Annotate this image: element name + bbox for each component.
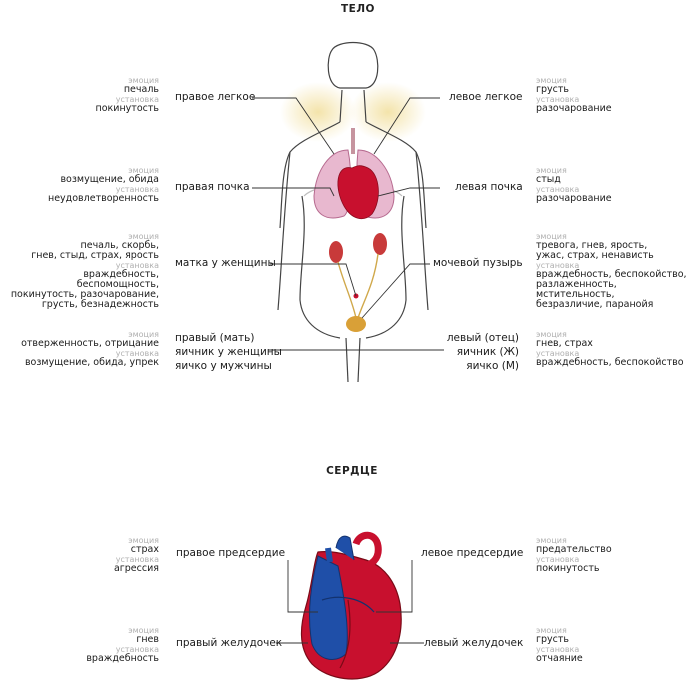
heart-right-desc-1: эмоция предательство установка покинутос…	[536, 536, 612, 574]
body-leader-lines	[252, 97, 444, 351]
attitude-caption: установка	[115, 185, 159, 194]
emotion-value: грусть	[536, 84, 569, 95]
emotion-value: гнев	[136, 634, 159, 645]
body-right-desc-2: эмоция стыд установка разочарование	[536, 166, 612, 204]
attitude-value: разочарование	[536, 103, 612, 114]
emotion-caption: эмоция	[536, 536, 567, 545]
emotion-value: тревога, гнев, ярость, ужас, страх, нена…	[536, 240, 654, 261]
attitude-value: враждебность, беспомощность, покинутость…	[10, 269, 159, 310]
attitude-caption: установка	[115, 645, 159, 654]
heart-left-desc-2: эмоция гнев установка враждебность	[86, 626, 159, 664]
emotion-value: отверженность, отрицание	[21, 338, 159, 349]
emotion-value: печаль, скорбь, гнев, стыд, страх, ярост…	[31, 240, 159, 261]
emotion-value: гнев, страх	[536, 338, 593, 349]
ureter-left	[357, 253, 379, 319]
emotion-caption: эмоция	[128, 166, 159, 175]
torso-heart-shape	[337, 165, 379, 220]
attitude-caption: установка	[115, 555, 159, 564]
heart-right-desc-2: эмоция грусть установка отчаяние	[536, 626, 583, 664]
attitude-caption: установка	[536, 95, 580, 104]
right-shoulder-glow	[350, 82, 426, 142]
emotion-caption: эмоция	[128, 232, 159, 241]
organ-label-right-ventricle: правый желудочек	[176, 637, 283, 649]
attitude-caption: установка	[536, 349, 580, 358]
heart-section-title: СЕРДЦЕ	[326, 465, 378, 477]
attitude-value: отчаяние	[536, 653, 583, 664]
bladder-shape	[346, 316, 366, 332]
right-kidney-shape	[329, 241, 343, 263]
attitude-value: враждебность	[86, 653, 159, 664]
organ-label-left-kidney: левая почка	[455, 181, 523, 193]
emotion-caption: эмоция	[536, 330, 567, 339]
emotion-value: страх	[130, 544, 159, 555]
body-section-title: ТЕЛО	[341, 3, 375, 15]
organ-label-bladder: мочевой пузырь	[433, 257, 523, 269]
emotion-value: возмущение, обида	[60, 174, 159, 185]
body-right-desc-4: эмоция гнев, страх установка враждебност…	[536, 330, 684, 368]
emotion-caption: эмоция	[128, 330, 159, 339]
attitude-caption: установка	[536, 261, 580, 270]
body-silhouette	[277, 41, 429, 383]
organ-label-left-lung: левое легкое	[449, 91, 523, 103]
emotion-caption: эмоция	[128, 76, 159, 85]
organ-label-left-gonad: левый (отец) яичник (Ж) яичко (М)	[446, 332, 519, 372]
body-right-desc-1: эмоция грусть установка разочарование	[536, 76, 612, 114]
heart-left-desc-1: эмоция страх установка агрессия	[114, 536, 159, 574]
left-shoulder-glow	[280, 82, 356, 142]
organ-label-left-atrium: левое предсердие	[421, 547, 524, 559]
emotion-caption: эмоция	[128, 536, 159, 545]
attitude-caption: установка	[115, 261, 159, 270]
attitude-value: покинутость	[536, 563, 600, 574]
attitude-caption: установка	[536, 645, 580, 654]
body-right-desc-3: эмоция тревога, гнев, ярость, ужас, стра…	[536, 232, 697, 310]
attitude-value: покинутость	[95, 103, 159, 114]
attitude-caption: установка	[115, 349, 159, 358]
emotion-caption: эмоция	[536, 166, 567, 175]
attitude-value: враждебность, беспокойство	[536, 357, 684, 368]
organ-label-uterus: матка у женщины	[175, 257, 276, 269]
body-left-desc-4: эмоция отверженность, отрицание установк…	[21, 330, 159, 368]
attitude-value: агрессия	[113, 563, 159, 574]
attitude-caption: установка	[536, 555, 580, 564]
organ-label-right-lung: правое легкое	[175, 91, 256, 103]
emotion-caption: эмоция	[536, 626, 567, 635]
attitude-value: неудовлетворенность	[48, 193, 159, 204]
emotion-caption: эмоция	[536, 232, 567, 241]
left-kidney-shape	[373, 233, 387, 255]
organ-label-right-gonad: правый (мать) яичник у женщины яичко у м…	[175, 332, 282, 372]
attitude-value: возмущение, обида, упрек	[24, 357, 159, 368]
body-left-desc-1: эмоция печаль установка покинутость	[96, 76, 159, 114]
organ-label-right-kidney: правая почка	[175, 181, 250, 193]
body-left-desc-3: эмоция печаль, скорбь, гнев, стыд, страх…	[0, 232, 159, 310]
attitude-caption: установка	[536, 185, 580, 194]
body-left-desc-2: эмоция возмущение, обида установка неудо…	[48, 166, 159, 204]
emotion-value: предательство	[536, 544, 612, 555]
attitude-caption: установка	[115, 95, 159, 104]
attitude-value: разочарование	[536, 193, 612, 204]
organ-label-right-atrium: правое предсердие	[176, 547, 286, 559]
heart-leader-lines	[276, 560, 424, 644]
emotion-caption: эмоция	[128, 626, 159, 635]
emotion-caption: эмоция	[536, 76, 567, 85]
ureter-right	[337, 261, 357, 319]
emotion-value: печаль	[123, 84, 159, 95]
emotion-value: грусть	[536, 634, 569, 645]
attitude-value: враждебность, беспокойство, разлаженност…	[536, 269, 687, 310]
organ-label-left-ventricle: левый желудочек	[424, 637, 524, 649]
heart-illustration	[300, 531, 402, 680]
emotion-value: стыд	[536, 174, 561, 185]
